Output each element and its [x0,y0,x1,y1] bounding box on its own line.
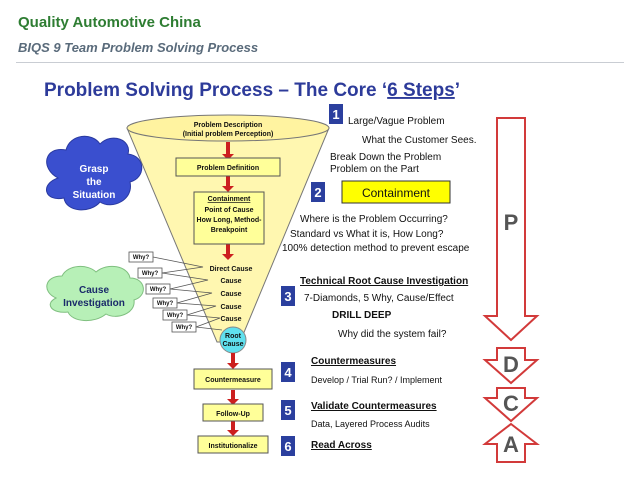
problem-definition-label: Problem Definition [197,165,259,172]
countermeasure-label: Countermeasure [205,377,261,384]
step-1-number: 1 [332,107,339,122]
step-3-drill-deep: DRILL DEEP [332,310,392,321]
funnel-arrows [222,142,234,260]
flow-arrows [227,353,239,436]
company-name: Quality Automotive China [18,14,201,31]
problem-perception-label: (Initial problem Perception) [183,131,274,138]
slide-subtitle: BIQS 9 Team Problem Solving Process [18,40,259,55]
cause-item: Cause [220,304,241,311]
why-label: Why? [150,287,167,293]
cause-item: Cause [220,316,241,323]
cause-item: Cause [220,291,241,298]
step-1-line: Problem on the Part [330,164,419,175]
direct-cause-label: Direct Cause [210,266,253,273]
why-label: Why? [133,255,150,261]
step-4-badge [281,362,295,382]
pdca-p-label: P [504,210,519,235]
funnel-top [126,114,330,142]
pdca-d-label: D [503,352,519,377]
step-1-badge [329,104,343,124]
pdca-c-label: C [503,391,519,416]
grasp-label: Grasp [80,164,109,175]
pdca-column: P D C A [482,117,540,463]
follow-up-label: Follow-Up [216,411,250,418]
containment-box [193,191,265,245]
pdca-arrow-d [482,347,540,385]
pdca-a-label: A [503,432,519,457]
step-2-line: 100% detection method to prevent escape [282,243,470,254]
grasp-label: the [87,177,102,188]
why-label: Why? [142,271,159,277]
step-3-heading: Technical Root Cause Investigation [300,276,468,287]
step-5-line: Data, Layered Process Audits [311,419,430,429]
institutionalize-box [197,435,269,454]
step-2-line: Where is the Problem Occurring? [300,214,448,225]
step-5-heading: Validate Countermeasures [311,401,437,412]
containment-highlight [341,180,451,204]
pdca-arrow-a [482,422,540,463]
step-4-number: 4 [284,365,292,380]
step-1-line: Break Down the Problem [330,152,441,163]
step-6-heading: Read Across [311,440,372,451]
step-1-line: Large/Vague Problem [348,116,445,127]
step-5-number: 5 [284,403,291,418]
header-divider [16,62,624,63]
containment-highlight-label: Containment [362,186,431,200]
step-2-line: Standard vs What it is, How Long? [290,229,444,240]
problem-description-label: Problem Description [194,122,262,129]
grasp-label: Situation [73,190,116,201]
why-label: Why? [176,325,193,331]
step-1-line: What the Customer Sees. [362,135,477,146]
why-flags: Why? Why? Why? Why? Why? Why? [128,251,223,333]
why-label: Why? [157,301,174,307]
pdca-arrow-c [482,387,540,423]
cause-investigation-cloud: Cause Investigation [46,265,144,321]
containment-box-line: How Long, Method- [197,217,263,224]
step-3-line: 7-Diamonds, 5 Why, Cause/Effect [304,293,454,304]
cause-investigation-label: Investigation [63,298,125,309]
pdca-arrow-p [482,117,540,342]
step-6-badge [281,436,295,456]
why-label: Why? [167,313,184,319]
step-2-number: 2 [314,185,321,200]
root-cause-label: Cause [222,341,243,348]
cause-item: Cause [220,278,241,285]
step-2-badge [311,182,325,202]
follow-up-box [202,403,264,422]
containment-box-line: Breakpoint [211,227,248,234]
step-5-badge [281,400,295,420]
step-3-line: Why did the system fail? [338,329,447,340]
step-4-line: Develop / Trial Run? / Implement [311,375,443,385]
problem-definition-box [175,157,281,177]
containment-box-line: Point of Cause [204,207,253,214]
step-3-badge [281,286,295,306]
institutionalize-label: Institutionalize [209,443,258,450]
main-title: Problem Solving Process – The Core ‘6 St… [44,80,460,101]
step-6-number: 6 [284,439,291,454]
step-4-heading: Countermeasures [311,356,396,367]
root-cause-label: Root [225,333,242,340]
cause-investigation-label: Cause [79,285,109,296]
containment-box-title: Containment [208,196,251,203]
step-3-number: 3 [284,289,291,304]
root-cause-circle [219,326,247,354]
countermeasure-box [193,368,273,390]
grasp-situation-cloud: Grasp the Situation [46,135,143,211]
